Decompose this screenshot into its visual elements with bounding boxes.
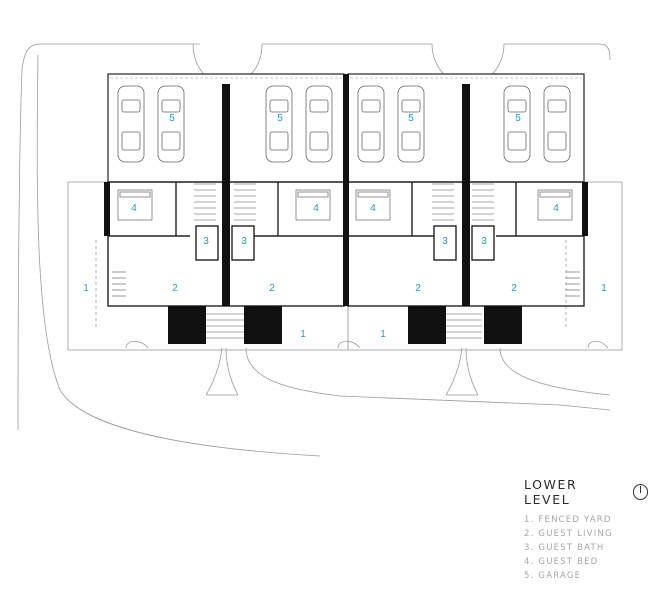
north-arrow-icon [632,484,648,500]
car-icon [265,85,293,163]
yard-label: 1 [300,329,306,340]
garage-label: 5 [277,113,283,124]
stairs [112,183,580,339]
bed-label: 4 [313,203,319,214]
stair-icon [566,271,580,297]
car-icon [357,85,385,163]
stair-icon [206,313,244,339]
bath-label: 3 [241,236,247,247]
stair-icon [432,183,454,221]
living-label: 2 [415,283,421,294]
stair-icon [194,183,216,221]
site-lines [17,43,611,457]
bed-icon [117,189,153,221]
legend-list: 1. FENCED YARD 2. GUEST LIVING 3. GUEST … [524,513,648,583]
stair-icon [472,183,494,221]
living-label: 2 [172,283,178,294]
garage-label: 5 [169,113,175,124]
bed-icon [537,189,573,221]
legend-item: 3. GUEST BATH [524,543,605,553]
garage-label: 5 [515,113,521,124]
living-label: 2 [511,283,517,294]
cars [117,85,571,163]
car-icon [397,85,425,163]
legend-title: LOWER LEVEL [524,477,578,507]
yard-label: 1 [83,283,89,294]
legend-title-row: LOWER LEVEL [524,477,648,507]
car-icon [543,85,571,163]
bath-label: 3 [481,236,487,247]
car-icon [157,85,185,163]
bed-label: 4 [553,203,559,214]
bed-icon [295,189,331,221]
legend-item: 1. FENCED YARD [524,515,612,525]
bed-icon [355,189,391,221]
structural-walls [104,74,588,344]
legend-item: 4. GUEST BED [524,557,599,567]
car-icon [503,85,531,163]
legend: LOWER LEVEL 1. FENCED YARD 2. GUEST LIVI… [524,477,648,583]
stair-icon [234,183,256,221]
car-icon [117,85,145,163]
bed-label: 4 [370,203,376,214]
bath-label: 3 [203,236,209,247]
room-labels: 5 5 5 5 4 4 4 4 3 3 3 3 2 2 2 2 1 1 1 1 [83,113,607,340]
stair-icon [112,271,126,297]
beds [117,189,573,221]
stair-icon [444,313,482,339]
legend-item: 2. GUEST LIVING [524,529,613,539]
garage-label: 5 [408,113,414,124]
bed-label: 4 [131,203,137,214]
yard-label: 1 [601,283,607,294]
living-label: 2 [269,283,275,294]
car-icon [305,85,333,163]
legend-item: 5. GARAGE [524,571,582,581]
bath-label: 3 [442,236,448,247]
yard-label: 1 [380,329,386,340]
